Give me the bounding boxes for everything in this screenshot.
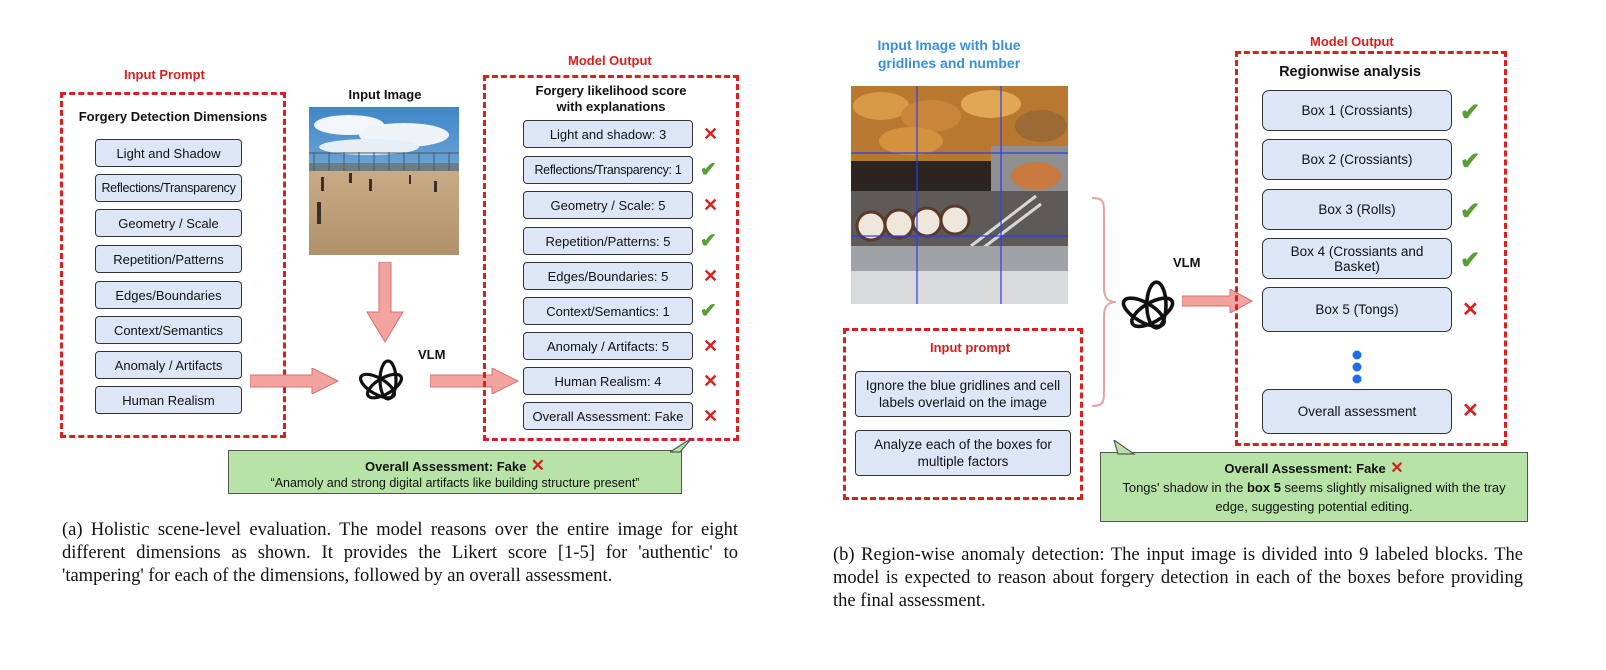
output-heading-line1: Forgery likelihood score	[535, 83, 687, 98]
callout-text-part: seems slightly misaligned with the tray …	[1215, 480, 1506, 514]
cross-icon: ✕	[703, 371, 719, 391]
input-prompt-title-b: Input prompt	[930, 340, 1011, 355]
dimension-box: Anomaly / Artifacts	[95, 351, 242, 379]
score-box: Context/Semantics: 1	[523, 297, 693, 325]
overall-assessment-box: Overall assessment	[1262, 389, 1452, 434]
dimensions-heading: Forgery Detection Dimensions	[78, 109, 268, 124]
pastry-input-image	[851, 86, 1068, 304]
callout-pointer	[670, 438, 693, 453]
arrow-image-to-vlm	[366, 262, 404, 343]
vlm-logo-icon	[358, 359, 404, 401]
score-box: Geometry / Scale: 5	[523, 191, 693, 219]
score-box: Overall Assessment: Fake	[523, 402, 693, 430]
callout-text-bold: box 5	[1246, 480, 1281, 495]
region-box: Box 5 (Tongs)	[1262, 287, 1452, 332]
callout-text-part: Tongs' shadow in the	[1122, 480, 1247, 495]
prompt-box: Analyze each of the boxes for multiple f…	[855, 430, 1071, 476]
callout-text-b: Tongs' shadow in the box 5 seems slightl…	[1109, 478, 1519, 516]
input-image-title-b-line1: Input Image with blue	[877, 37, 1021, 53]
dimension-box: Geometry / Scale	[95, 209, 242, 237]
score-box: Light and shadow: 3	[523, 120, 693, 148]
input-prompt-title: Input Prompt	[124, 67, 205, 82]
overall-assessment-callout: Overall Assessment: Fake ✕ “Anamoly and …	[228, 450, 682, 494]
region-box: Box 1 (Crossiants)	[1262, 90, 1452, 131]
vlm-label-b: VLM	[1173, 255, 1201, 270]
model-output-frame	[483, 75, 739, 441]
score-box: Edges/Boundaries: 5	[523, 262, 693, 290]
cross-icon: ✕	[703, 406, 719, 426]
check-icon: ✔	[1460, 247, 1481, 274]
score-box: Anomaly / Artifacts: 5	[523, 332, 693, 360]
cross-icon: ✕	[703, 266, 719, 286]
check-icon: ✔	[1460, 198, 1481, 225]
check-icon: ✔	[700, 159, 717, 181]
score-box: Repetition/Patterns: 5	[523, 227, 693, 255]
model-output-frame-b	[1235, 51, 1507, 446]
callout-text: “Anamoly and strong digital artifacts li…	[270, 476, 640, 490]
dimension-box: Light and Shadow	[95, 139, 242, 167]
dimension-box: Repetition/Patterns	[95, 245, 242, 273]
regionwise-heading: Regionwise analysis	[1279, 64, 1421, 80]
vlm-logo-icon	[1121, 280, 1175, 330]
arrow-vlm-to-output	[430, 368, 520, 394]
beach-input-image	[309, 107, 459, 255]
region-box: Box 2 (Crossiants)	[1262, 139, 1452, 180]
prompt-box: Ignore the blue gridlines and cell label…	[855, 371, 1071, 417]
caption-b: (b) Region-wise anomaly detection: The i…	[833, 545, 1523, 611]
callout-title-b: Overall Assessment: Fake	[1224, 461, 1386, 476]
arrow-prompt-to-vlm	[250, 368, 340, 394]
check-icon: ✔	[700, 300, 717, 322]
dimension-box: Edges/Boundaries	[95, 281, 242, 309]
callout-title: Overall Assessment: Fake	[364, 459, 527, 474]
score-box: Human Realism: 4	[523, 367, 693, 395]
callout-pointer-b	[1113, 440, 1136, 455]
cross-icon: ✕	[1462, 299, 1479, 321]
score-box: Reflections/Transparency: 1	[523, 156, 693, 184]
dimension-box: Human Realism	[95, 386, 242, 414]
model-output-title-b: Model Output	[1310, 34, 1394, 49]
input-image-title: Input Image	[348, 87, 422, 102]
model-output-title: Model Output	[568, 53, 652, 68]
ellipsis-dots	[1352, 350, 1362, 384]
cross-icon: ✕	[1390, 460, 1404, 477]
input-prompt-frame-b	[843, 328, 1083, 500]
grouping-brace	[1091, 197, 1117, 407]
vlm-label: VLM	[418, 347, 446, 362]
cross-icon: ✕	[703, 195, 719, 215]
caption-a: (a) Holistic scene-level evaluation. The…	[62, 520, 738, 586]
cross-icon: ✕	[530, 456, 546, 475]
region-box: Box 4 (Crossiants and Basket)	[1262, 238, 1452, 279]
cross-icon: ✕	[703, 336, 719, 356]
check-icon: ✔	[700, 230, 717, 252]
dimension-box: Reflections/Transparency	[95, 174, 242, 202]
output-heading-line2: with explanations	[556, 99, 666, 114]
input-image-title-b-line2: gridlines and number	[877, 55, 1021, 71]
region-box: Box 3 (Rolls)	[1262, 189, 1452, 230]
cross-icon: ✕	[703, 124, 719, 144]
check-icon: ✔	[1460, 148, 1481, 175]
arrow-vlm-to-output-b	[1182, 289, 1254, 313]
cross-icon: ✕	[1462, 400, 1479, 422]
overall-assessment-callout-b: Overall Assessment: Fake ✕ Tongs' shadow…	[1100, 452, 1528, 522]
input-prompt-frame	[60, 92, 286, 438]
dimension-box: Context/Semantics	[95, 316, 242, 344]
check-icon: ✔	[1460, 99, 1481, 126]
